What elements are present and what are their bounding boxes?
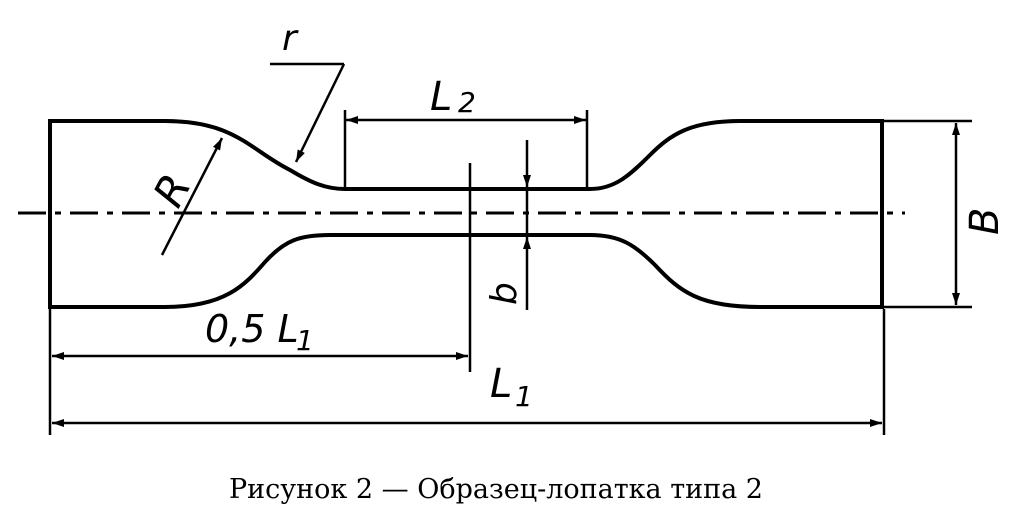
R-leader bbox=[160, 137, 224, 256]
dimension-lines bbox=[52, 62, 960, 427]
label-L1: L 1 bbox=[490, 361, 533, 413]
svg-text:1: 1 bbox=[515, 380, 533, 413]
label-r: r bbox=[282, 18, 299, 59]
label-half-L1: 0,5 L 1 bbox=[205, 307, 314, 357]
svg-text:L: L bbox=[490, 361, 512, 407]
label-b: b bbox=[484, 282, 525, 305]
svg-text:0,5 L: 0,5 L bbox=[205, 307, 299, 351]
extension-lines bbox=[48, 110, 972, 435]
lower-contour bbox=[50, 233, 882, 309]
svg-text:L: L bbox=[430, 74, 452, 120]
svg-text:1: 1 bbox=[296, 324, 314, 357]
r-leader-arrow bbox=[294, 63, 346, 163]
figure-caption: Рисунок 2 — Образец-лопатка типа 2 bbox=[229, 474, 763, 505]
svg-text:2: 2 bbox=[458, 86, 476, 119]
label-B: B bbox=[962, 208, 1008, 235]
label-L2: L 2 bbox=[430, 74, 476, 120]
label-R: R bbox=[144, 166, 201, 215]
